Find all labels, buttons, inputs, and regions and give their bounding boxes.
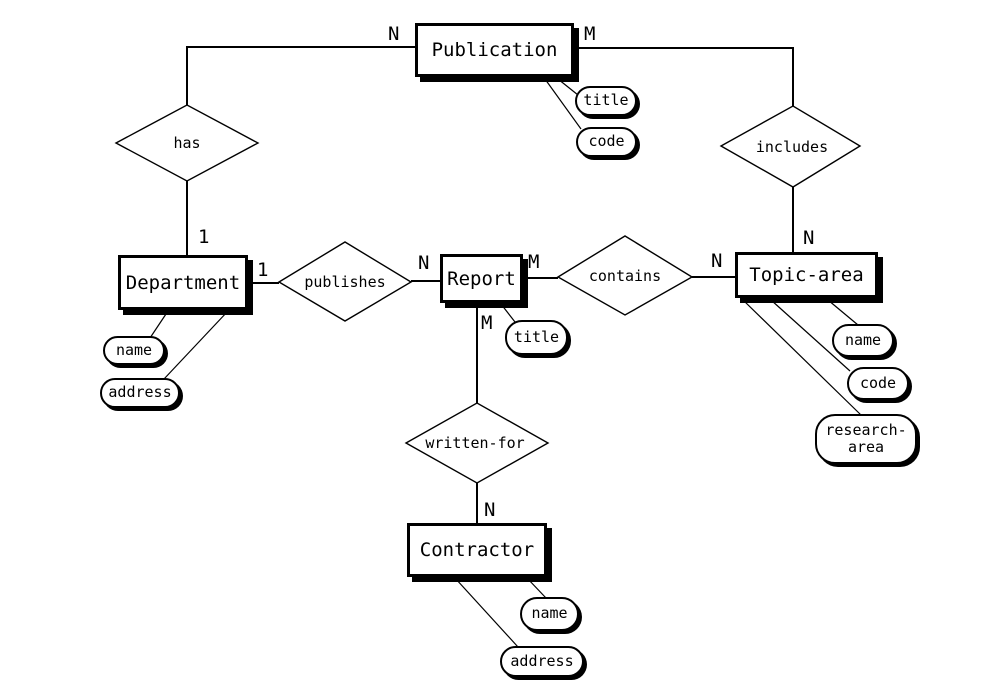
entity-publication: Publication <box>415 23 574 77</box>
entity-publication-label: Publication <box>431 39 558 61</box>
attribute-department-name: name <box>103 336 165 365</box>
connector-topic-area-name-attr <box>827 299 859 326</box>
entity-contractor: Contractor <box>407 523 547 577</box>
cardinality-report-publishes: N <box>418 252 430 274</box>
attribute-publication-code: code <box>576 127 637 157</box>
relationship-publishes-label: publishes <box>304 273 386 291</box>
connector-department-address-attr <box>163 310 229 380</box>
connector-contractor-name-attr <box>526 577 547 599</box>
entity-contractor-label: Contractor <box>419 539 535 561</box>
cardinality-department-has: 1 <box>198 226 210 248</box>
connector-topic-area-research-area-attr <box>742 299 862 416</box>
relationship-written-for-label: written-for <box>425 434 525 452</box>
cardinality-publication-has: N <box>388 23 400 45</box>
cardinality-department-publishes: 1 <box>257 259 269 281</box>
diamond-includes <box>719 105 862 188</box>
connector-publication-has <box>186 46 415 106</box>
connector-publication-code-attr <box>544 78 582 130</box>
diamond-has <box>114 104 260 182</box>
cardinality-report-written-for: M <box>481 312 493 334</box>
attribute-topic-area-code: code <box>847 367 909 400</box>
attribute-contractor-address: address <box>500 646 584 677</box>
diamond-written-for <box>404 402 550 484</box>
attribute-department-address: address <box>100 378 180 408</box>
diamond-contains <box>556 235 694 316</box>
cardinality-topic-area-includes: N <box>803 227 815 249</box>
connector-report-title-attr <box>500 303 516 323</box>
entity-topic-area-label: Topic-area <box>749 264 864 286</box>
cardinality-publication-includes: M <box>584 23 596 45</box>
attribute-publication-title: title <box>575 86 637 116</box>
entity-department: Department <box>118 255 248 310</box>
relationship-has-label: has <box>173 134 201 152</box>
entity-report-label: Report <box>447 267 516 290</box>
entity-topic-area: Topic-area <box>735 252 878 298</box>
attribute-contractor-name: name <box>520 597 579 631</box>
entity-department-label: Department <box>125 271 241 294</box>
attribute-report-title: title <box>505 320 568 355</box>
cardinality-report-contains: M <box>528 251 540 273</box>
connector-contractor-address-attr <box>454 577 519 648</box>
cardinality-contractor-written-for: N <box>484 499 496 521</box>
connector-publication-includes <box>573 47 794 107</box>
relationship-includes-label: includes <box>755 138 829 156</box>
relationship-contains-label: contains <box>588 267 662 285</box>
connector-department-name-attr <box>149 310 169 339</box>
diamond-publishes <box>277 241 413 322</box>
cardinality-topic-area-contains: N <box>711 250 723 272</box>
connector-topic-area-code-attr <box>770 299 851 372</box>
entity-report: Report <box>440 254 523 303</box>
connector-publication-title-attr <box>557 78 579 96</box>
attribute-topic-area-research-area: research- area <box>815 414 917 464</box>
attribute-topic-area-name: name <box>832 324 894 357</box>
